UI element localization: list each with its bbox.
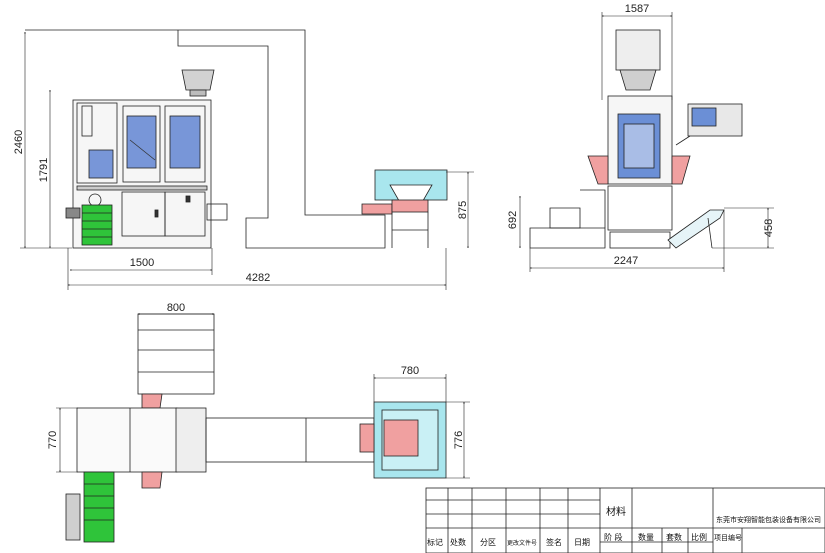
dim-1587: 1587 [625,3,649,15]
drive-box [65,493,81,541]
title-block [425,487,825,553]
front-door-right [164,105,206,183]
cabinet-handle [154,209,159,218]
bin-chute [361,203,393,215]
stage-label: 阶 段 [604,532,623,542]
dim-1500: 1500 [130,257,154,269]
dim-458: 458 [763,219,775,237]
bin-inlet [359,423,375,453]
side-lower-frame [607,185,673,231]
header-count: 处数 [450,537,466,547]
stair-step1 [549,207,581,229]
quantity-label: 数量 [638,532,654,542]
top-hopper-plan [137,313,215,395]
side-left-wing [587,155,609,185]
hmi-screen [691,107,717,127]
material-label: 材料 [606,505,626,518]
outfeed-section [175,407,207,473]
dim-692: 692 [507,211,519,229]
hopper-neck [189,89,207,97]
front-door-left [122,105,161,183]
side-right-wing [671,155,691,185]
incline-conveyor [667,209,725,249]
bin-outlet [383,419,419,457]
stair-base [529,227,606,249]
cabinet-lock [185,195,191,203]
hopper-wing-top [141,393,163,409]
header-mark: 标记 [427,537,443,547]
header-zone: 分区 [480,538,496,547]
blue-panel-right [169,115,201,169]
dim-1791: 1791 [38,158,50,182]
side-foot [609,231,671,249]
side-window [623,123,655,169]
green-conveyor [81,204,113,246]
dim-770: 770 [47,431,59,449]
side-motor [65,207,81,219]
belt-conveyor-plan [205,417,375,463]
set-count-label: 套数 [666,532,682,542]
machine-plan [76,407,178,473]
lower-cabinet-right [164,191,206,237]
mid-rail [76,185,208,191]
front-dimensions [20,32,474,290]
dim-2247: 2247 [614,255,638,267]
dim-4282: 4282 [246,272,270,284]
company-name: 东莞市安翔智能包装设备有限公司 [716,515,821,524]
bin-base [391,199,429,213]
dim-780: 780 [401,365,419,377]
top-view [65,313,447,543]
control-column [81,105,93,137]
top-column [615,29,661,71]
side-hopper [619,69,657,91]
header-date: 日期 [574,538,590,547]
dim-776: 776 [453,431,465,449]
output-chute [206,203,228,221]
dim-2460: 2460 [13,130,25,154]
blue-panel-left [126,115,157,169]
left-frame [76,102,118,184]
top-dimensions [56,314,470,478]
front-view [25,29,448,249]
side-window [88,149,114,179]
internal-linkage [129,139,156,161]
side-dimensions [520,12,774,272]
project-no-label: 项目编号 [714,533,742,542]
envelope-outline [25,29,386,249]
stair-step2 [580,189,606,228]
top-hopper [181,69,215,91]
dim-800: 800 [167,302,185,314]
green-conveyor-plan [83,471,115,543]
side-view [529,29,743,249]
header-signature: 签名 [546,537,562,547]
hopper-wing-bottom [141,471,163,489]
scale-label: 比例 [691,532,707,542]
header-change-doc: 更改文件号 [507,539,537,547]
dim-875: 875 [457,201,469,219]
